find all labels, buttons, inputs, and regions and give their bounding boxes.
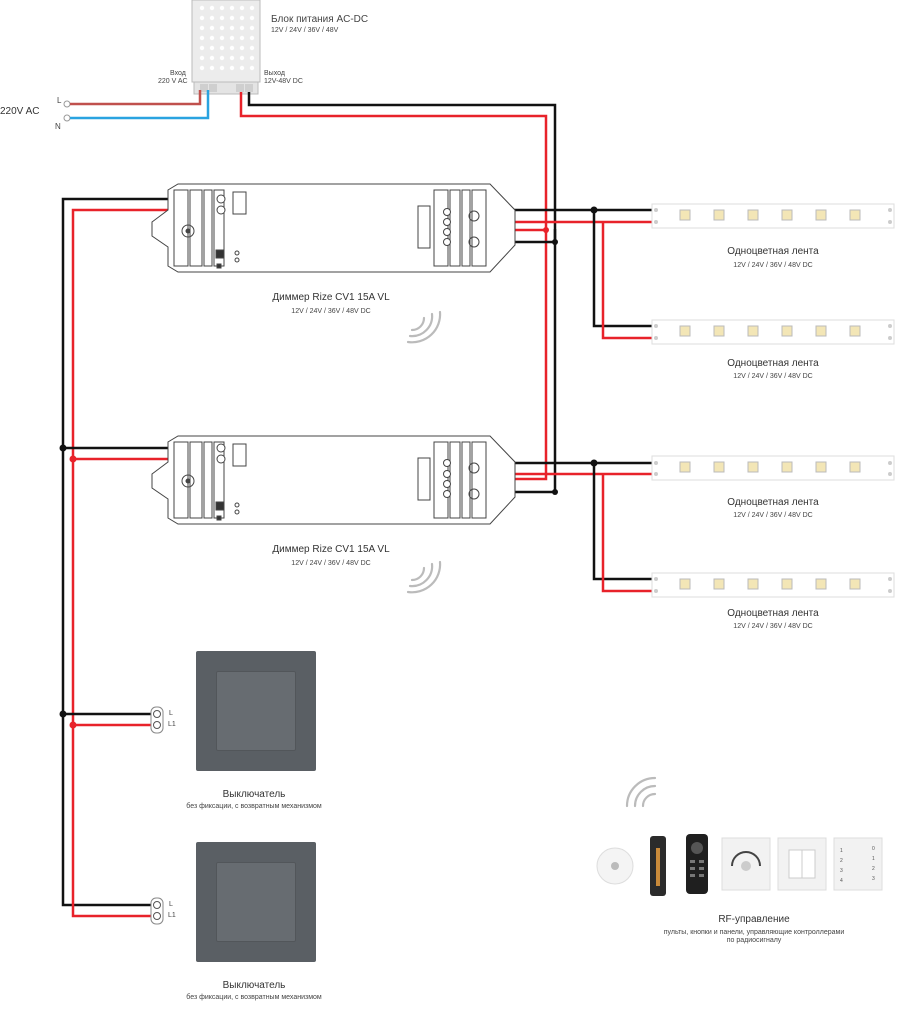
switch-2-key[interactable] xyxy=(216,862,296,942)
dimmer-2-voltage: 12V / 24V / 36V / 48V DC xyxy=(291,560,371,567)
svg-text:2: 2 xyxy=(872,866,875,872)
rf-multizone-panel-icon: 1 2 3 4 0 1 2 3 xyxy=(833,837,883,891)
rf-slim-remote-icon xyxy=(650,836,666,896)
rf-devices: 1 2 3 4 0 1 2 3 xyxy=(596,834,883,896)
svg-text:4: 4 xyxy=(840,878,843,884)
switch-1-title: Выключатель xyxy=(222,789,286,800)
psu-output-title: Выход xyxy=(264,70,285,77)
psu-input-value: 220 V AC xyxy=(158,78,188,85)
mains-wires xyxy=(63,90,210,122)
junction-dots-red xyxy=(69,227,549,729)
mains-line-label: L xyxy=(57,96,62,105)
led-strip-4 xyxy=(651,572,895,598)
svg-text:1: 1 xyxy=(840,848,843,854)
rf-button-panel-icon xyxy=(777,837,827,891)
svg-text:2: 2 xyxy=(840,858,843,864)
rf-desc-line2: по радиосигналу xyxy=(726,937,782,944)
dimmer-1-body xyxy=(151,183,516,273)
switch-1-term-l1: L1 xyxy=(168,721,176,728)
rf-signal-icon xyxy=(625,776,657,808)
led-strip-2 xyxy=(651,319,895,345)
rf-title: RF-управление xyxy=(718,914,790,925)
switch-1-key[interactable] xyxy=(216,671,296,751)
strip-2-voltage: 12V / 24V / 36V / 48V DC xyxy=(733,373,813,380)
switch-1-terminal xyxy=(150,706,164,734)
switch-2-title: Выключатель xyxy=(222,980,286,991)
switch-2-term-l: L xyxy=(169,901,173,908)
switch-1-desc: без фиксации, с возвратным механизмом xyxy=(186,803,322,810)
junction-dots xyxy=(59,206,598,718)
dimmer-2-body xyxy=(151,435,516,525)
psu-output-value: 12V-48V DC xyxy=(264,78,303,85)
strip-3-title: Одноцветная лента xyxy=(727,497,819,508)
strip-2-title: Одноцветная лента xyxy=(727,358,819,369)
dimmer-2-title: Диммер Rize CV1 15A VL xyxy=(272,544,390,555)
svg-text:3: 3 xyxy=(840,868,843,874)
switch-2-term-l1: L1 xyxy=(168,912,176,919)
strip-1-voltage: 12V / 24V / 36V / 48V DC xyxy=(733,262,813,269)
psu-voltage: 12V / 24V / 36V / 48V xyxy=(271,27,339,34)
dimmer-1-title: Диммер Rize CV1 15A VL xyxy=(272,292,390,303)
rf-round-remote-icon xyxy=(596,847,634,885)
psu-input-title: Вход xyxy=(170,70,186,77)
switch-2-plate[interactable] xyxy=(196,842,316,962)
rf-desc-line1: пульты, кнопки и панели, управляющие кон… xyxy=(663,929,845,936)
strip-4-title: Одноцветная лента xyxy=(727,608,819,619)
dimmer-1-voltage: 12V / 24V / 36V / 48V DC xyxy=(291,308,371,315)
switch-2-desc: без фиксации, с возвратным механизмом xyxy=(186,994,322,1001)
strip-3-voltage: 12V / 24V / 36V / 48V DC xyxy=(733,512,813,519)
psu-title: Блок питания AC-DC xyxy=(271,14,369,25)
power-supply xyxy=(191,0,261,95)
rf-signal-icon xyxy=(406,310,442,344)
svg-text:3: 3 xyxy=(872,876,875,882)
mains-neutral-label: N xyxy=(55,122,61,131)
rf-signal-icon xyxy=(406,560,442,594)
led-strip-1 xyxy=(651,203,895,229)
strip-1-title: Одноцветная лента xyxy=(727,246,819,257)
led-strip-3 xyxy=(651,455,895,481)
strip-4-voltage: 12V / 24V / 36V / 48V DC xyxy=(733,623,813,630)
switch-1-term-l: L xyxy=(169,710,173,717)
rf-rotary-panel-icon xyxy=(721,837,771,891)
switch-1-plate[interactable] xyxy=(196,651,316,771)
svg-text:0: 0 xyxy=(872,846,875,852)
svg-text:1: 1 xyxy=(872,856,875,862)
mains-label: 220V AC xyxy=(0,106,40,117)
switch-2-terminal xyxy=(150,897,164,925)
rf-handheld-remote-icon xyxy=(686,834,708,894)
